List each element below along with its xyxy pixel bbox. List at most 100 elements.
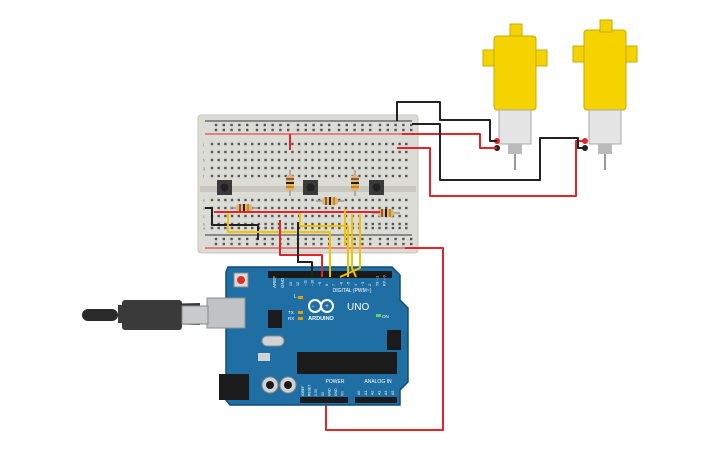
breadboard-hole[interactable] — [257, 214, 261, 218]
breadboard-rail-hole[interactable] — [255, 242, 259, 246]
breadboard-rail-hole[interactable] — [238, 242, 241, 246]
breadboard-rail-hole[interactable] — [312, 242, 315, 246]
breadboard-hole[interactable] — [284, 214, 287, 218]
breadboard-hole[interactable] — [244, 198, 247, 202]
breadboard-hole[interactable] — [351, 166, 354, 170]
breadboard-rail-hole[interactable] — [378, 242, 382, 246]
breadboard-rail-hole[interactable] — [337, 128, 341, 132]
breadboard-rail-hole[interactable] — [246, 237, 249, 241]
breadboard-hole[interactable] — [244, 166, 247, 170]
breadboard-hole[interactable] — [251, 198, 254, 202]
breadboard-hole[interactable] — [385, 150, 388, 154]
breadboard-hole[interactable] — [371, 222, 374, 226]
breadboard-hole[interactable] — [251, 158, 254, 162]
breadboard-hole[interactable] — [311, 222, 314, 226]
breadboard-hole[interactable] — [318, 166, 321, 170]
breadboard-hole[interactable] — [297, 226, 301, 230]
breadboard-hole[interactable] — [230, 166, 234, 170]
power-header[interactable] — [300, 397, 348, 403]
breadboard-hole[interactable] — [405, 166, 408, 170]
breadboard-rail-hole[interactable] — [271, 123, 274, 127]
breadboard-hole[interactable] — [385, 174, 388, 178]
breadboard-hole[interactable] — [338, 206, 341, 210]
breadboard-rail-hole[interactable] — [263, 242, 266, 246]
breadboard-hole[interactable] — [344, 150, 348, 154]
breadboard-rail-hole[interactable] — [222, 123, 225, 127]
breadboard-hole[interactable] — [371, 174, 374, 178]
breadboard-hole[interactable] — [224, 206, 227, 210]
breadboard-hole[interactable] — [371, 158, 374, 162]
breadboard-rail-hole[interactable] — [271, 128, 274, 132]
breadboard-hole[interactable] — [398, 214, 401, 218]
breadboard-hole[interactable] — [331, 150, 334, 154]
breadboard-hole[interactable] — [358, 166, 361, 170]
breadboard-hole[interactable] — [311, 166, 314, 170]
breadboard-hole[interactable] — [264, 214, 267, 218]
breadboard-hole[interactable] — [271, 198, 274, 202]
breadboard-hole[interactable] — [324, 226, 328, 230]
breadboard-hole[interactable] — [324, 222, 328, 226]
breadboard-hole[interactable] — [378, 166, 381, 170]
breadboard-rail-hole[interactable] — [304, 128, 307, 132]
breadboard-rail-hole[interactable] — [353, 128, 356, 132]
breadboard-hole[interactable] — [297, 206, 301, 210]
breadboard-hole[interactable] — [291, 226, 294, 230]
breadboard-rail-hole[interactable] — [361, 242, 364, 246]
breadboard-hole[interactable] — [210, 166, 214, 170]
breadboard-rail-hole[interactable] — [279, 128, 282, 132]
breadboard-hole[interactable] — [344, 142, 348, 146]
breadboard-hole[interactable] — [304, 214, 307, 218]
breadboard-hole[interactable] — [230, 158, 234, 162]
breadboard-hole[interactable] — [277, 166, 281, 170]
breadboard-hole[interactable] — [405, 150, 408, 154]
breadboard-hole[interactable] — [264, 206, 267, 210]
breadboard-hole[interactable] — [291, 166, 294, 170]
breadboard-hole[interactable] — [378, 198, 381, 202]
breadboard-rail-hole[interactable] — [246, 128, 249, 132]
resistor-5[interactable] — [372, 209, 400, 217]
breadboard-rail-hole[interactable] — [304, 237, 307, 241]
push-button-1[interactable] — [217, 180, 232, 195]
breadboard-rail-hole[interactable] — [279, 123, 282, 127]
breadboard-hole[interactable] — [398, 198, 401, 202]
breadboard-rail-hole[interactable] — [369, 237, 372, 241]
breadboard-hole[interactable] — [224, 142, 227, 146]
breadboard-hole[interactable] — [257, 174, 261, 178]
breadboard-hole[interactable] — [257, 150, 261, 154]
breadboard-hole[interactable] — [284, 158, 287, 162]
breadboard-hole[interactable] — [378, 150, 381, 154]
breadboard-hole[interactable] — [271, 222, 274, 226]
breadboard-hole[interactable] — [351, 158, 354, 162]
breadboard-rail-hole[interactable] — [410, 128, 413, 132]
breadboard-hole[interactable] — [257, 158, 261, 162]
breadboard-rail-hole[interactable] — [230, 128, 233, 132]
breadboard-hole[interactable] — [338, 158, 341, 162]
wire-yellow-4[interactable] — [339, 214, 361, 278]
breadboard-rail-hole[interactable] — [394, 237, 397, 241]
breadboard-rail-hole[interactable] — [238, 237, 241, 241]
breadboard-hole[interactable] — [318, 174, 321, 178]
breadboard-hole[interactable] — [405, 214, 408, 218]
breadboard-hole[interactable] — [358, 206, 361, 210]
breadboard-rail-hole[interactable] — [287, 237, 290, 241]
breadboard-rail-hole[interactable] — [337, 123, 341, 127]
breadboard-hole[interactable] — [224, 214, 227, 218]
breadboard-hole[interactable] — [358, 174, 361, 178]
breadboard-hole[interactable] — [271, 214, 274, 218]
breadboard-hole[interactable] — [277, 150, 281, 154]
breadboard-hole[interactable] — [405, 206, 408, 210]
breadboard-hole[interactable] — [385, 142, 388, 146]
breadboard-rail-hole[interactable] — [238, 128, 241, 132]
breadboard-hole[interactable] — [358, 198, 361, 202]
breadboard-hole[interactable] — [284, 222, 287, 226]
breadboard-hole[interactable] — [210, 150, 214, 154]
breadboard-rail-hole[interactable] — [255, 128, 259, 132]
breadboard-rail-hole[interactable] — [402, 237, 405, 241]
breadboard-hole[interactable] — [217, 158, 220, 162]
breadboard-rail-hole[interactable] — [369, 242, 372, 246]
breadboard-hole[interactable] — [264, 226, 267, 230]
breadboard-hole[interactable] — [264, 174, 267, 178]
breadboard-hole[interactable] — [230, 198, 234, 202]
breadboard-rail-hole[interactable] — [410, 123, 413, 127]
